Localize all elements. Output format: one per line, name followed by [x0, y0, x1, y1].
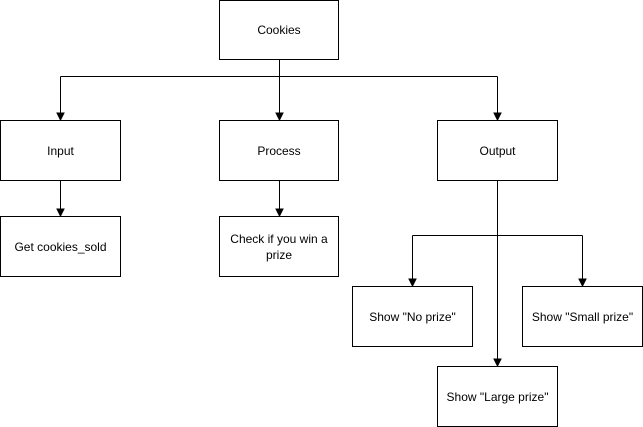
- arrowhead-get: [56, 208, 65, 218]
- node-input: Input: [0, 120, 121, 181]
- arrowhead-process: [275, 112, 284, 122]
- node-get-cookies-sold-label: Get cookies_sold: [14, 239, 107, 254]
- node-check-prize: Check if you win a prize: [219, 216, 339, 277]
- node-cookies: Cookies: [219, 0, 339, 60]
- node-cookies-label: Cookies: [257, 23, 301, 37]
- node-show-large-prize-label: Show "Large prize": [446, 389, 549, 404]
- node-check-prize-label: Check if you win a prize: [230, 231, 328, 262]
- arrowhead-output: [493, 112, 502, 122]
- node-show-large-prize: Show "Large prize": [437, 366, 558, 427]
- arrowhead-input: [56, 112, 65, 122]
- node-process: Process: [219, 120, 339, 181]
- node-process-label: Process: [257, 143, 301, 158]
- arrowhead-check: [275, 208, 284, 218]
- node-output: Output: [437, 120, 558, 181]
- node-input-label: Input: [47, 143, 74, 158]
- node-show-no-prize: Show "No prize": [352, 286, 473, 347]
- node-output-label: Output: [479, 143, 516, 158]
- arrowhead-smallprize: [578, 278, 587, 288]
- node-show-small-prize-label: Show "Small prize": [531, 309, 634, 324]
- arrowhead-largeprize: [493, 358, 502, 368]
- node-get-cookies-sold: Get cookies_sold: [0, 216, 121, 277]
- node-show-no-prize-label: Show "No prize": [369, 309, 456, 324]
- arrowhead-noprize: [408, 278, 417, 288]
- node-show-small-prize: Show "Small prize": [522, 286, 643, 347]
